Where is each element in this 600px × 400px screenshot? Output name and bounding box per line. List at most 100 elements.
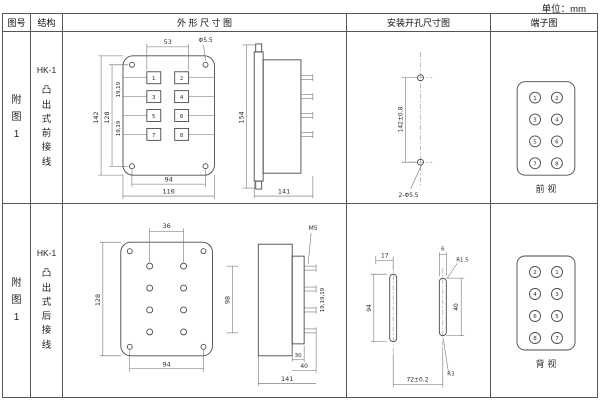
header-outline: 外 形 尺 寸 图 <box>63 14 347 32</box>
terminal-square <box>174 71 190 85</box>
dim-hole-dia: Φ5.5 <box>199 37 213 44</box>
terminal-number: 8 <box>533 336 537 342</box>
dim-side-depth: 141 <box>278 188 290 196</box>
dim-top-span: 36 <box>163 222 171 230</box>
header-structure-label: 结构 <box>37 18 56 28</box>
mounting-drawing-rear-wiring: 17 6 R1.5 94 40 R3 72±0.2 <box>366 246 469 388</box>
header-structure: 结构 <box>31 14 63 32</box>
terminal-number: 6 <box>180 114 184 120</box>
outline-drawing-rear-wiring: 36 128 94 M5 <box>94 222 326 386</box>
dim-height-outer: 128 <box>94 294 102 306</box>
unit-label: 单位：mm <box>541 4 586 15</box>
dim-radius-bottom: R3 <box>447 371 455 377</box>
fig-no-row1: 附图1 <box>11 95 22 140</box>
dim-stud-span: 98 <box>223 296 231 304</box>
terminal-square <box>174 90 190 104</box>
outline-drawing-front-wiring: 1 2 3 4 5 6 7 8 53 Φ5.5 142 <box>92 37 314 200</box>
dim-offset: 17 <box>381 252 389 259</box>
stud-hole <box>180 328 188 336</box>
terminal-number: 3 <box>533 118 537 124</box>
terminal-square <box>146 127 162 141</box>
dim-height-inner: 128 <box>103 111 111 123</box>
relay-body <box>257 243 293 357</box>
terminal-number: 6 <box>555 140 559 146</box>
terminal-square <box>174 127 190 141</box>
terminal-number: 4 <box>533 292 537 298</box>
side-view: 154 141 <box>237 43 314 199</box>
dim-width-inner: 94 <box>165 176 173 184</box>
stud-hole <box>180 284 188 292</box>
terminal-number: 5 <box>533 140 536 146</box>
terminal-square <box>146 109 162 122</box>
terminal-number: 3 <box>152 95 156 101</box>
dim-top-span: 53 <box>164 38 172 46</box>
stud-hole <box>180 262 188 270</box>
front-view-dimensions: 36 128 94 <box>94 222 204 372</box>
structure-row2: 凸出式后接线 <box>41 268 52 351</box>
terminal-number: 3 <box>555 292 559 298</box>
header-mounting-label: 安装开孔尺寸图 <box>386 18 450 28</box>
header-mounting: 安装开孔尺寸图 <box>347 14 491 32</box>
view-label: 前 视 <box>536 183 557 195</box>
cell-structure-row1: HK-1 凸出式前接线 <box>31 32 63 204</box>
relay-face <box>120 241 213 357</box>
mount-stud <box>255 43 263 53</box>
corner-hole <box>202 163 209 170</box>
front-view <box>120 241 213 357</box>
header-fig-no-label: 图号 <box>7 18 26 28</box>
terminal-number: 1 <box>555 270 559 276</box>
dim-side-height: 154 <box>237 111 245 123</box>
terminal-number: 2 <box>555 96 558 102</box>
cell-outline-row2: 36 128 94 M5 <box>63 204 347 397</box>
relay-body <box>262 59 302 174</box>
cell-fig-no-row1: 附图1 <box>3 32 31 204</box>
dim-width-inner: 94 <box>163 360 171 368</box>
terminal-number: 7 <box>152 133 155 139</box>
dim-depth-a: 30 <box>295 353 302 359</box>
dim-slot-width: 6 <box>441 246 445 252</box>
drawing-table: 图号 结构 外 形 尺 寸 图 安装开孔尺寸图 端子图 附图1 HK-1 凸出式… <box>2 13 598 398</box>
terminal-diagram-rear-view: 2 1 4 3 6 5 8 7 背 视 <box>516 255 576 370</box>
terminal-number: 4 <box>180 95 184 101</box>
terminal-number: 7 <box>533 161 536 167</box>
dim-holes: 2-Φ5.5 <box>399 192 419 199</box>
header-terminal: 端子图 <box>491 14 597 32</box>
terminal-base <box>291 255 305 345</box>
terminal-number: 1 <box>152 76 155 82</box>
terminal-number: 5 <box>152 114 155 120</box>
fig-no-row2: 附图1 <box>11 278 22 323</box>
front-view-dimensions: 53 Φ5.5 142 128 19,19 19,19 94 <box>92 37 215 200</box>
stud-hole <box>146 328 154 336</box>
terminal-number: 7 <box>555 336 559 342</box>
dim-height-outer: 142 <box>92 111 100 123</box>
cell-outline-row1: 1 2 3 4 5 6 7 8 53 Φ5.5 142 <box>63 32 347 204</box>
terminal-square <box>174 109 190 122</box>
mount-stud <box>255 180 263 190</box>
front-view: 1 2 3 4 5 6 7 8 <box>122 55 215 176</box>
cell-terminal-row2: 2 1 4 3 6 5 8 7 背 视 <box>491 204 597 397</box>
terminal-diagram-front-view: 1 2 3 4 5 6 7 8 前 视 <box>516 81 576 195</box>
corner-hole <box>128 163 135 170</box>
side-view: M5 98 19,19,19 30 40 141 <box>223 225 326 386</box>
terminal-block <box>516 255 576 351</box>
corner-hole <box>202 61 209 68</box>
view-label: 背 视 <box>536 358 557 370</box>
dim-hole-pitch: 142±0.8 <box>398 106 405 132</box>
model-row1: HK-1 <box>36 65 57 76</box>
terminal-square <box>146 71 162 85</box>
cell-fig-no-row2: 附图1 <box>3 204 31 397</box>
dim-height-left: 94 <box>366 304 373 312</box>
cell-structure-row2: HK-1 凸出式后接线 <box>31 204 63 397</box>
dim-side-depth: 141 <box>281 375 293 383</box>
mounting-hole <box>417 74 424 82</box>
stud-hole <box>146 306 154 314</box>
dim-pitch-a: 19,19 <box>116 81 122 97</box>
structure-row1: 凸出式前接线 <box>41 85 52 168</box>
dim-screw: M5 <box>309 225 318 232</box>
cell-mounting-row2: 17 6 R1.5 94 40 R3 72±0.2 <box>347 204 491 397</box>
terminal-number: 5 <box>555 314 559 320</box>
stud-hole <box>180 306 188 314</box>
terminal-number: 4 <box>555 118 559 124</box>
stud-hole <box>146 284 154 292</box>
